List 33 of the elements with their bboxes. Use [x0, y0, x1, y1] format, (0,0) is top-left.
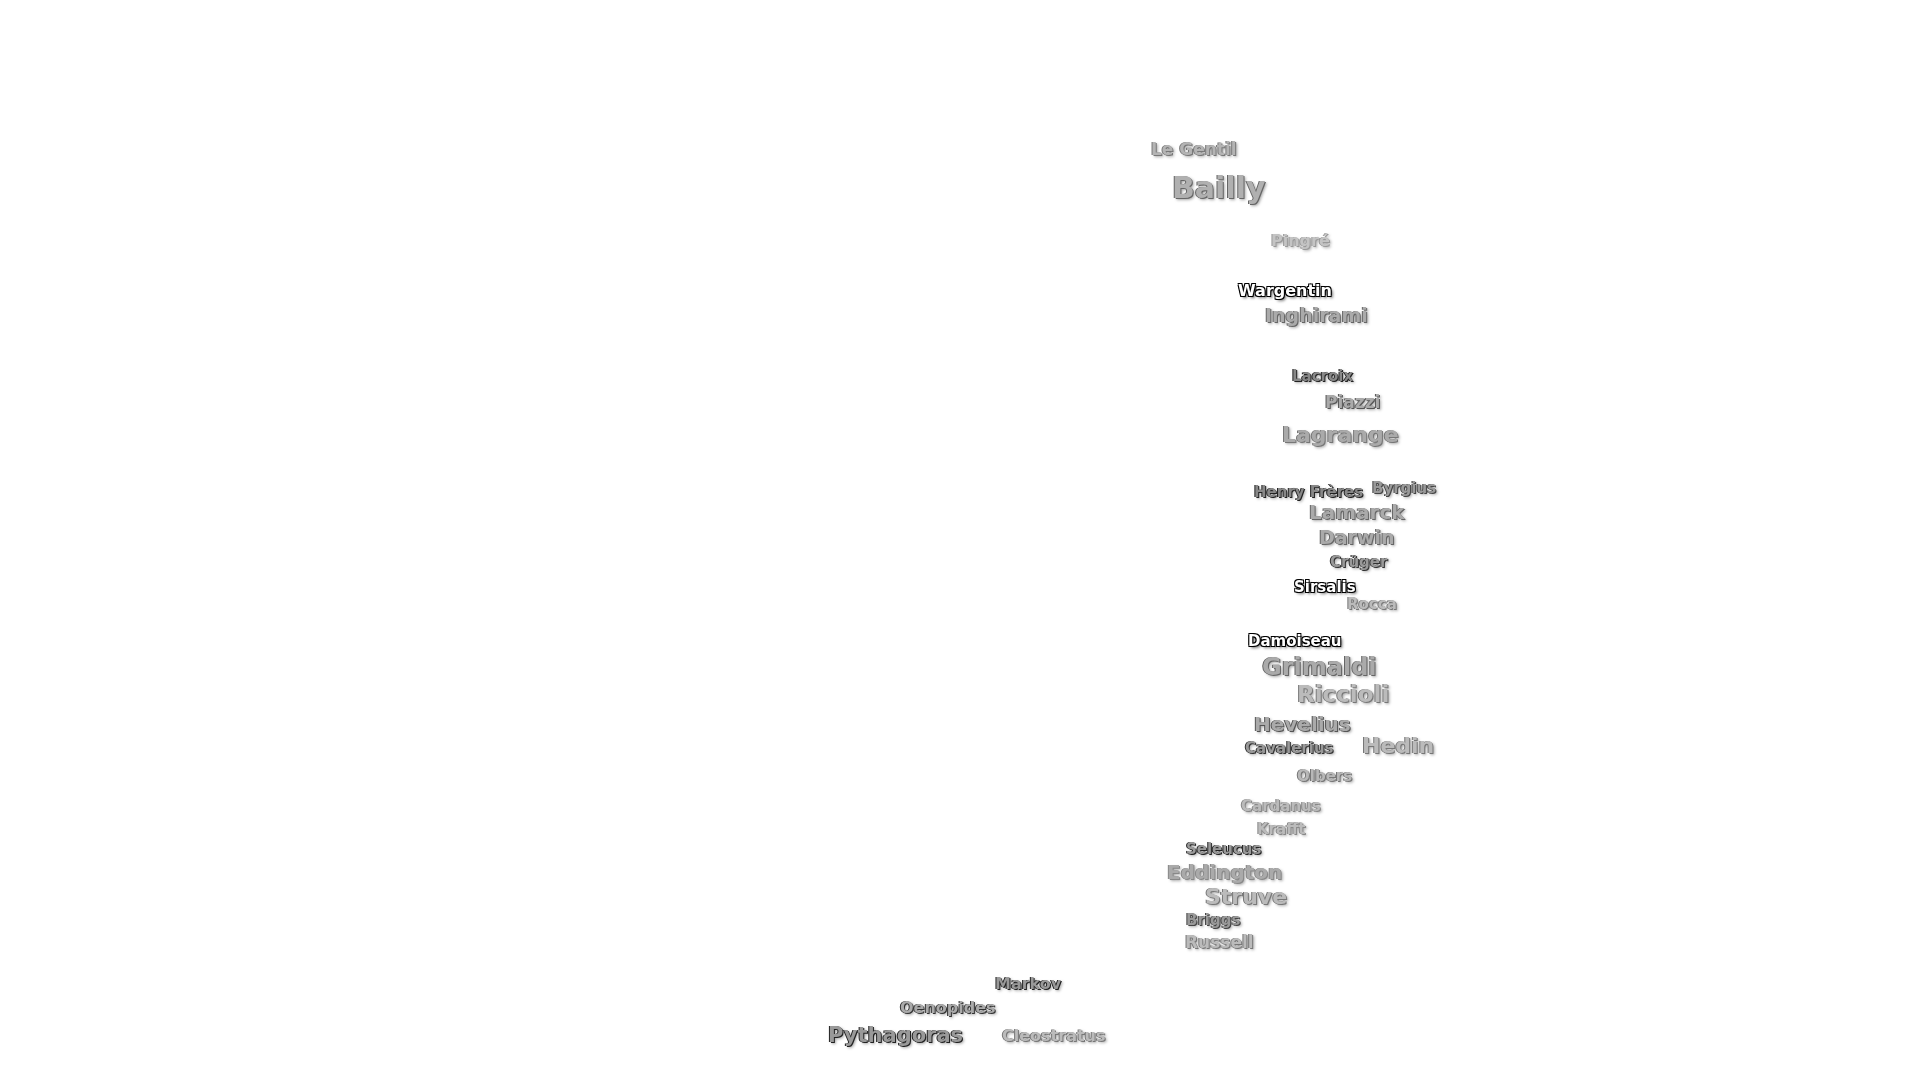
- crater-name-label: Inghirami: [1265, 304, 1368, 326]
- crater-name-label: Lacroix: [1292, 367, 1354, 385]
- crater-name-label: Darwin: [1319, 526, 1395, 548]
- crater-name-label: Cavalerius: [1245, 739, 1334, 757]
- crater-name-label: Struve: [1205, 884, 1288, 910]
- crater-name-label: Cardanus: [1241, 797, 1321, 815]
- crater-name-label: Eddington: [1167, 861, 1283, 883]
- crater-name-label: Damoiseau: [1248, 632, 1342, 650]
- crater-name-label: Pythagoras: [828, 1024, 964, 1048]
- crater-name-label: Riccioli: [1297, 682, 1390, 708]
- crater-name-label: Henry Frères: [1254, 483, 1364, 501]
- crater-name-label: Byrgius: [1372, 479, 1437, 497]
- crater-name-label: Piazzi: [1325, 392, 1381, 412]
- crater-name-label: Lagrange: [1282, 422, 1399, 448]
- crater-name-label: Krafft: [1257, 820, 1306, 838]
- crater-name-label: Bailly: [1172, 170, 1266, 204]
- crater-name-label: Rocca: [1347, 595, 1397, 613]
- crater-name-label: Seleucus: [1186, 840, 1262, 858]
- crater-name-label: Hedin: [1362, 733, 1435, 759]
- crater-name-label: Lamarck: [1309, 501, 1405, 523]
- crater-name-label: Pingré: [1271, 232, 1330, 250]
- crater-name-label: Crüger: [1330, 553, 1388, 571]
- crater-name-label: Wargentin: [1238, 282, 1332, 300]
- crater-name-label: Le Gentil: [1151, 139, 1237, 159]
- crater-name-label: Grimaldi: [1262, 653, 1377, 681]
- crater-name-label: Cleostratus: [1002, 1027, 1106, 1045]
- crater-name-label: Briggs: [1186, 911, 1241, 929]
- crater-name-label: Hevelius: [1254, 713, 1351, 735]
- crater-name-label: Markov: [995, 975, 1062, 993]
- crater-name-label: Russell: [1185, 932, 1254, 952]
- crater-name-label: Olbers: [1297, 767, 1353, 785]
- crater-name-label: Sirsalis: [1294, 578, 1356, 596]
- crater-name-label: Oenopides: [900, 999, 996, 1017]
